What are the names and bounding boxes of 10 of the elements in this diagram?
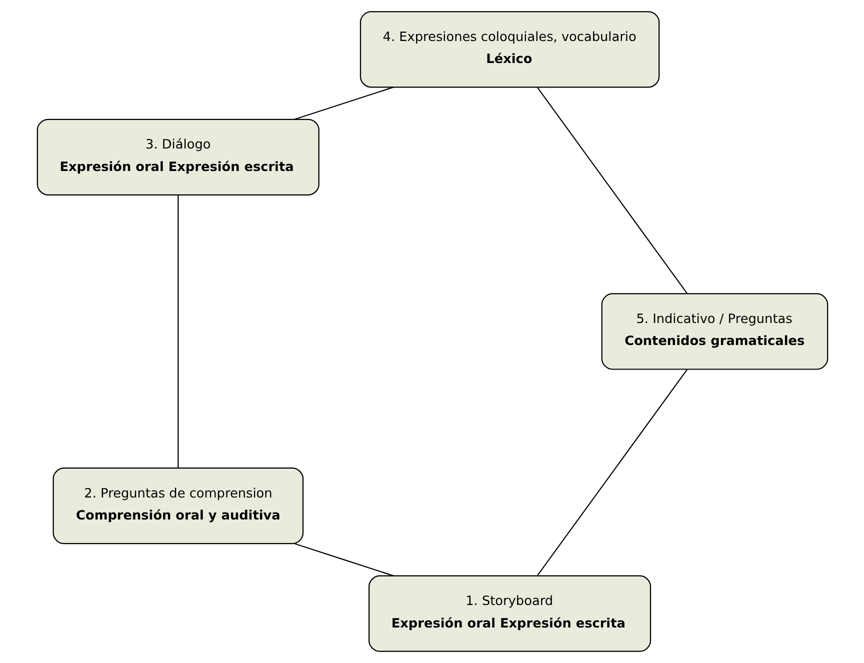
connector (294, 86, 394, 120)
node-box: 4. Expresiones coloquiales, vocabulario Léxico (359, 11, 660, 88)
connector (177, 195, 178, 468)
connector (536, 369, 688, 576)
connector (536, 87, 688, 294)
node-box: 1. Storyboard Expresión oral Expresión escrita (368, 575, 651, 652)
node-box: 3. Diálogo Expresión oral Expresión escrita (36, 118, 319, 196)
connector (294, 543, 394, 576)
node-box: 2. Preguntas de comprension Comprensión oral y auditiva (52, 468, 304, 544)
node-box: 5. Indicativo / Preguntas Contenidos gramaticales (600, 293, 828, 370)
